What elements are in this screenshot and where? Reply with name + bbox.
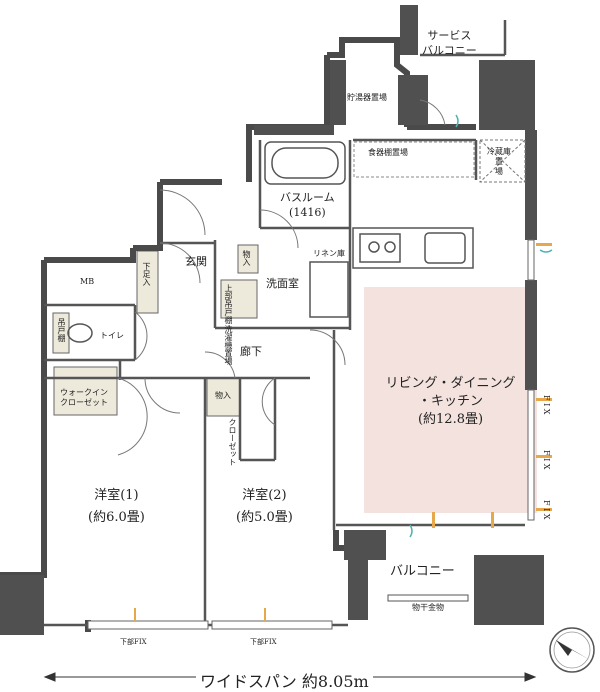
sill-fix-label-1: 下部FIX xyxy=(120,638,147,646)
fix-window-label-3: F I X xyxy=(542,500,551,520)
room-1-label: 洋室(1) (約6.0畳) xyxy=(88,488,145,525)
cupboard-dashed xyxy=(353,141,475,178)
washer-label: 洗濯機置場 上部吊戸棚 xyxy=(224,284,233,365)
washroom-label: 洗面室 xyxy=(266,277,299,290)
drying-label: 物干金物 xyxy=(412,603,444,612)
fridge-box xyxy=(479,139,526,183)
window-accents xyxy=(134,243,552,622)
walkin-label: ウォークイン クローゼット xyxy=(60,388,108,407)
toilet-fixture xyxy=(67,323,93,343)
door-swings xyxy=(117,99,446,456)
cupboard-label: 食器棚置場 xyxy=(368,148,408,157)
toilet-shelf-label: 吊戸棚 xyxy=(57,318,66,342)
ldk-label: リビング・ダイニング ・キッチン (約12.8畳) xyxy=(385,376,516,427)
windows xyxy=(87,239,535,630)
water-heater-label: 貯湯器置場 xyxy=(347,93,387,102)
drying-rack xyxy=(387,594,469,602)
compass-icon xyxy=(549,627,595,673)
fix-window-label-1: F I X xyxy=(542,395,551,415)
bathroom-label: バスルーム (1416) xyxy=(280,191,335,219)
ldk-highlight xyxy=(364,287,537,513)
storage-fills xyxy=(52,244,259,417)
wall-blocks xyxy=(0,5,544,635)
hallway-label: 廊下 xyxy=(240,345,262,358)
shoe-storage-label: 下足入 xyxy=(142,262,151,286)
span-label: ワイドスパン 約8.05m xyxy=(196,668,373,692)
bathtub xyxy=(264,141,346,185)
storage-1-label: 物入 xyxy=(242,250,251,266)
sill-fix-label-2: 下部FIX xyxy=(250,638,277,646)
mb-label: MB xyxy=(80,277,95,286)
balcony-label: バルコニー xyxy=(390,564,455,579)
genkan-label: 玄関 xyxy=(185,255,207,268)
interior-walls xyxy=(44,20,525,627)
vent-accents xyxy=(409,114,553,538)
linen-label: リネン庫 xyxy=(313,249,345,258)
storage-2-label: 物入 xyxy=(215,391,231,400)
closet-label: クローゼット xyxy=(228,418,237,466)
service-balcony-label: サービス バルコニー xyxy=(422,29,477,57)
fix-window-label-2: F I X xyxy=(542,450,551,470)
toilet-label: トイレ xyxy=(100,331,124,340)
kitchen-counter xyxy=(352,227,474,269)
fridge-label: 冷蔵庫 置 場 xyxy=(487,147,511,176)
room-2-label: 洋室(2) (約5.0畳) xyxy=(236,488,293,525)
washbasin xyxy=(309,261,349,318)
